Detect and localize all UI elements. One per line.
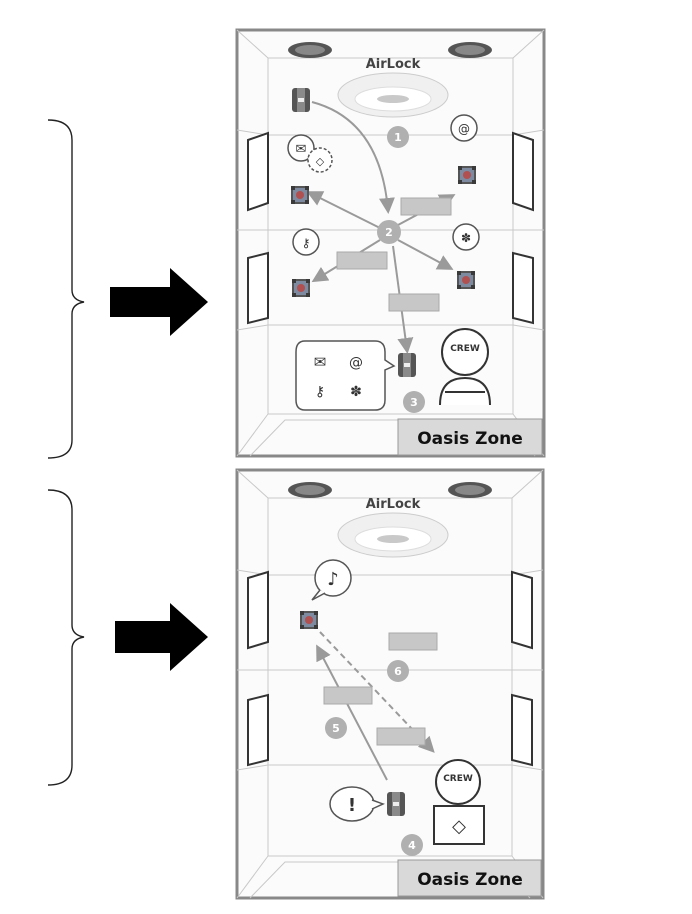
airlock-label: AirLock (366, 57, 421, 72)
cube-robot-icon (292, 279, 310, 297)
svg-text:4: 4 (408, 839, 416, 852)
svg-text:3: 3 (410, 396, 418, 409)
music-note-bubble: ♪ (311, 559, 352, 601)
zone-label: Oasis Zone (417, 429, 523, 449)
right-arrow-icon (110, 268, 208, 336)
cube-robot-icon (300, 611, 318, 629)
collected-items-bubble: ✉ @ ⚷ ✽ (295, 340, 396, 411)
robot-icon (292, 88, 310, 112)
room-panel-bottom: AirLock 6 5 4 (235, 468, 545, 900)
crew-label: CREW (443, 774, 473, 784)
cube-robot-icon (291, 186, 309, 204)
svg-text:2: 2 (385, 226, 393, 239)
key-icon: ⚷ (315, 384, 325, 400)
exclamation-icon: ! (348, 795, 356, 816)
step-badge-1: 1 (387, 126, 409, 148)
diamond-icon: ◇ (452, 816, 466, 837)
right-arrow-icon (115, 603, 208, 671)
envelope-icon: ✉ (296, 142, 307, 157)
crew-person-icon: CREW ◇ (433, 759, 485, 845)
robot-icon (387, 792, 405, 816)
crew-label: CREW (450, 344, 480, 354)
crew-person-icon: CREW (439, 328, 491, 406)
shell-icon: @ (458, 122, 470, 136)
cube-robot-icon (457, 271, 475, 289)
brace-icon (47, 489, 85, 786)
envelope-icon: ✉ (314, 353, 327, 371)
airlock-label: AirLock (366, 497, 421, 512)
step-badge-3: 3 (403, 391, 425, 413)
step-badge-6: 6 (387, 660, 409, 682)
shell-icon: @ (349, 355, 363, 371)
key-icon: ⚷ (302, 236, 311, 250)
exclamation-bubble: ! (329, 786, 385, 822)
brace-icon (47, 119, 85, 459)
coral-icon: ✽ (461, 231, 471, 245)
step-badge-5: 5 (325, 717, 347, 739)
diamond-icon: ◇ (316, 155, 325, 168)
svg-text:6: 6 (394, 665, 402, 678)
robot-icon (398, 353, 416, 377)
svg-text:1: 1 (394, 131, 402, 144)
music-note-icon: ♪ (327, 569, 339, 590)
cube-robot-icon (458, 166, 476, 184)
svg-text:5: 5 (332, 722, 340, 735)
coral-icon: ✽ (350, 384, 362, 400)
zone-label: Oasis Zone (417, 870, 523, 890)
step-badge-4: 4 (401, 834, 423, 856)
room-panel-top: AirLock 1 2 (235, 28, 546, 458)
step-badge-2: 2 (377, 220, 401, 244)
